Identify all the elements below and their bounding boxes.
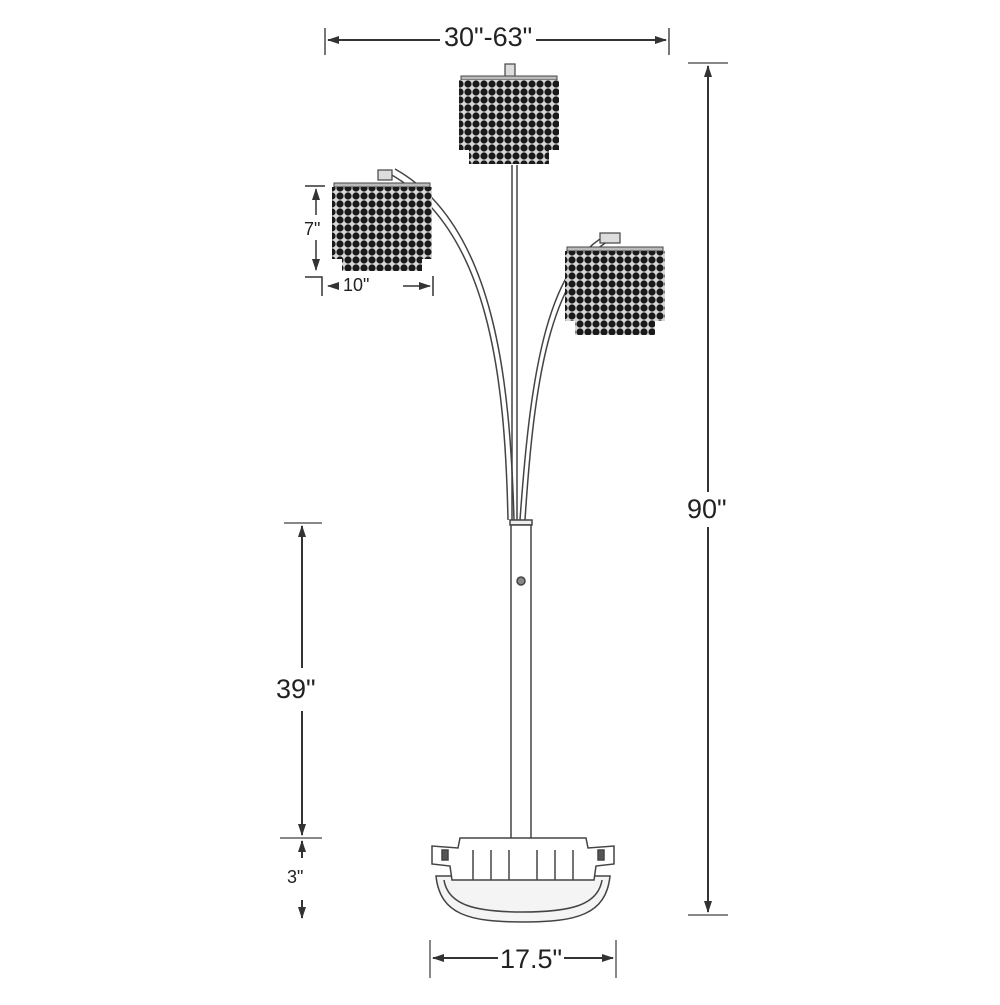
base-width-label: 17.5" [498, 944, 565, 974]
overall-height-label: 90" [685, 492, 729, 527]
pole [509, 519, 533, 841]
base-height-label: 3" [283, 866, 308, 888]
base [431, 837, 615, 923]
left-shade [332, 169, 432, 271]
overall-height-dimension [688, 62, 728, 916]
center-shade [459, 63, 559, 164]
shade-width-label: 10" [340, 276, 373, 294]
shade-height-dimension [305, 185, 325, 271]
switch-height-label: 39" [264, 668, 328, 711]
shade-width-dimension [305, 276, 434, 296]
overall-width-label: 30"-63" [440, 24, 537, 51]
switch-knob [516, 576, 526, 586]
shade-height-label: 7" [304, 218, 321, 240]
right-shade [565, 232, 665, 335]
